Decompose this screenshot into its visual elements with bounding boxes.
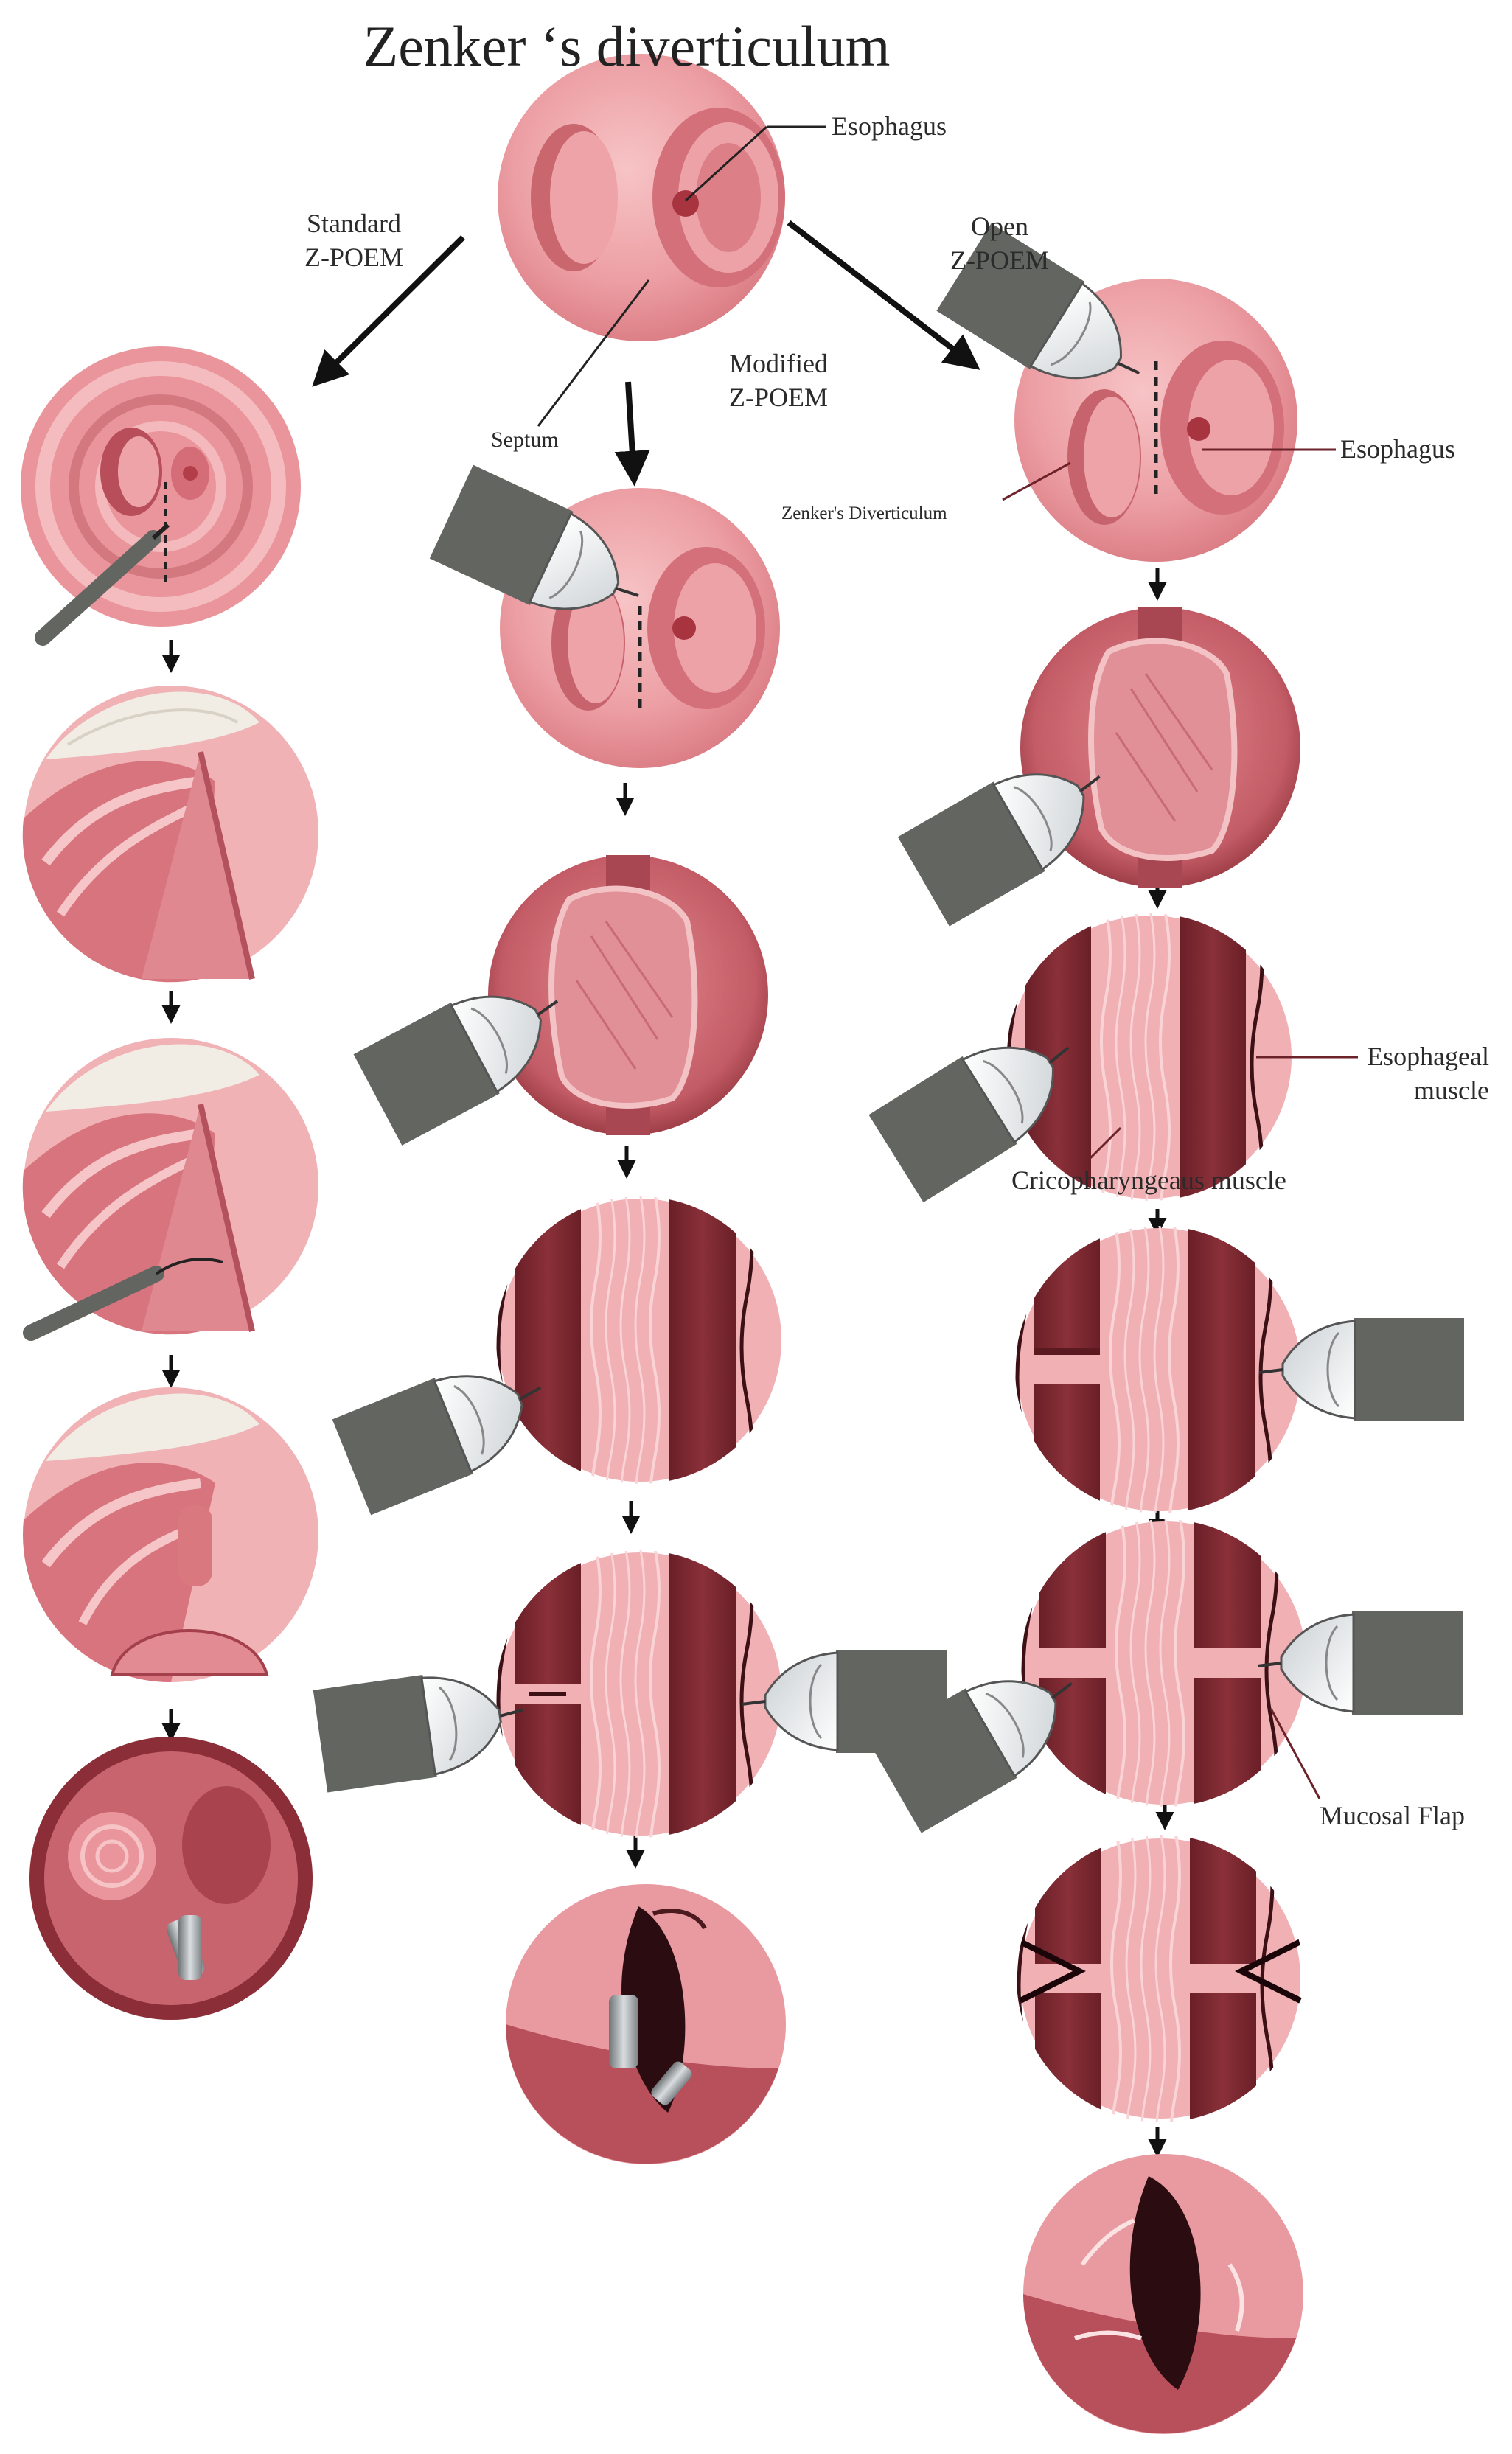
modified-step-1 [428,463,780,768]
label-esophageal-muscle: Esophageal muscle [1312,1039,1489,1107]
label-standard-line1: Standard [307,209,401,238]
label-cricopharyngeus-muscle: Cricopharyngeaus muscle [1011,1165,1286,1195]
open-step-3 [867,910,1292,1205]
open-step-1 [935,221,1297,562]
modified-step-4 [311,1547,948,1900]
label-mucosal-flap: Mucosal Flap [1320,1801,1465,1830]
modified-step-2 [354,855,768,1146]
label-open: Open Z-POEM [926,209,1073,277]
modified-step-5 [506,1884,786,2164]
label-standard: Standard Z-POEM [280,206,428,274]
label-esophagus-right: Esophagus [1340,434,1455,464]
label-septum: Septum [491,428,559,452]
open-leaders-1 [1002,448,1336,501]
open-leaders-3 [1082,1056,1358,1166]
overview-leaders [537,125,826,427]
label-modified: Modified Z-POEM [705,346,852,414]
overview-circle [498,54,785,341]
open-step-6 [1019,1831,1302,2185]
label-modified-line2: Z-POEM [729,383,828,412]
label-esophageal-muscle-line2: muscle [1414,1076,1489,1105]
standard-step-5 [29,1737,313,2020]
label-zenkers-diverticulum: Zenker's Diverticulum [781,503,947,523]
open-step-2 [896,607,1300,928]
label-modified-line1: Modified [729,349,828,378]
label-esophagus-top: Esophagus [832,111,947,141]
modified-step-3 [330,1193,781,1517]
label-open-line1: Open [971,212,1028,241]
open-step-7 [1023,2154,1303,2434]
flow-arrows [312,220,980,487]
label-standard-line2: Z-POEM [304,243,403,272]
page-title: Zenker ‘s diverticulum [363,14,891,78]
standard-step-4 [22,1387,318,1683]
standard-step-1 [21,346,301,646]
standard-step-3 [22,1038,318,1341]
open-step-4 [1017,1222,1466,1576]
open-leaders-5 [1269,1708,1321,1799]
label-esophageal-muscle-line1: Esophageal [1367,1042,1489,1071]
open-step-5 [868,1516,1464,1835]
label-open-line2: Z-POEM [950,245,1049,275]
standard-step-2 [22,686,318,983]
